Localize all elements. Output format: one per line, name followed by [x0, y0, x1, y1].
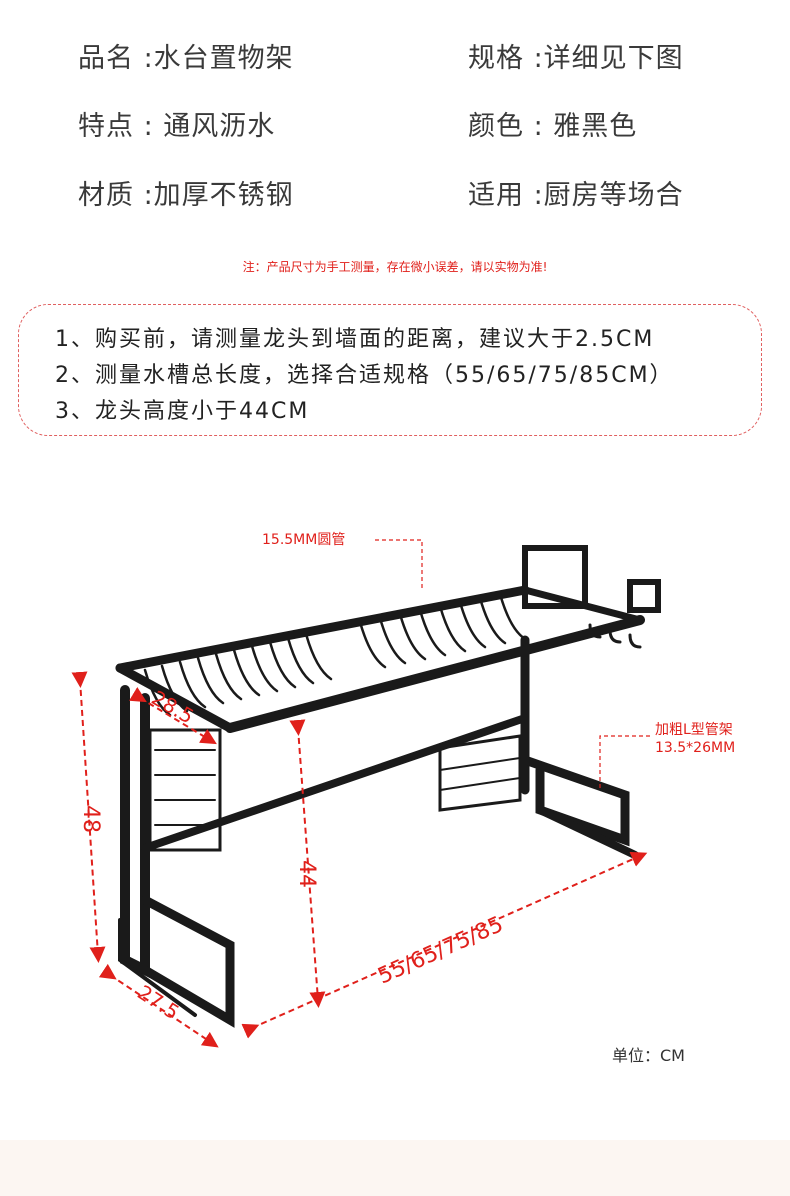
dish-slots [143, 592, 527, 717]
tip-item: 1、购买前，请测量龙头到墙面的距离，建议大于2.5CM [55, 327, 655, 352]
frame-label-line1: 加粗L型管架 [655, 722, 733, 738]
spec-feature: 特点 : 通风沥水 [78, 111, 276, 142]
dim-inner-height-label: 44 [294, 860, 319, 888]
dim-length-label: 55/65/75/85 [374, 912, 507, 989]
tube-label: 15.5MM圆管 [262, 532, 345, 548]
spec-usage: 适用 :厨房等场合 [468, 180, 684, 211]
tip-item: 2、测量水槽总长度，选择合适规格（55/65/75/85CM） [55, 363, 674, 388]
spec-size: 规格 :详细见下图 [468, 43, 684, 74]
tips-box: 1、购买前，请测量龙头到墙面的距离，建议大于2.5CM 2、测量水槽总长度，选择… [18, 304, 762, 436]
spec-material: 材质 :加厚不锈钢 [78, 180, 294, 211]
spec-name: 品名 :水台置物架 [78, 43, 294, 74]
dim-height-label: 48 [78, 805, 103, 833]
dimension-lines [71, 539, 650, 1048]
product-dimension-figure: 15.5MM圆管 加粗L型管架 13.5*26MM 48 44 28.5 27.… [71, 532, 735, 1048]
measurement-note: 注：产品尺寸为手工测量，存在微小误差，请以实物为准! [242, 260, 548, 274]
unit-label: 单位：CM [612, 1046, 685, 1065]
spec-color: 颜色 : 雅黑色 [468, 111, 638, 142]
footer-band [0, 1140, 790, 1196]
rack-illustration [115, 545, 661, 1028]
tip-item: 3、龙头高度小于44CM [55, 399, 310, 424]
frame-label-line2: 13.5*26MM [655, 740, 735, 756]
